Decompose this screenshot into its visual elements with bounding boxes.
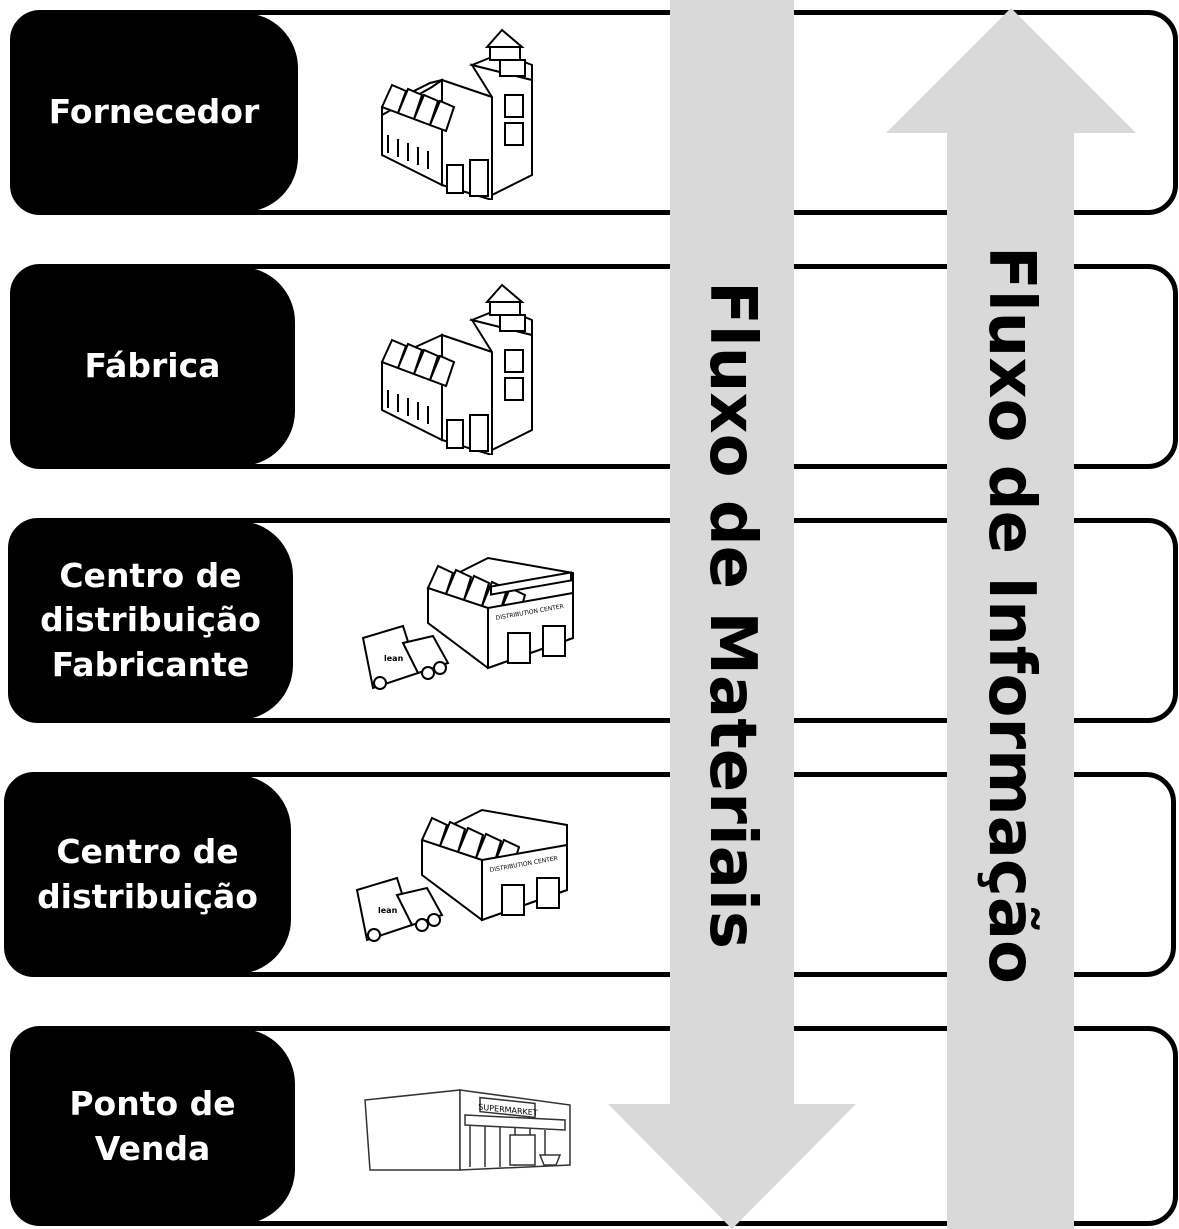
factory-icon [380,283,533,455]
supermarket-icon: SUPERMARKET [364,1089,571,1171]
information-flow-label: Fluxo de Informação [974,246,1048,984]
row-label-fabrica: Fábrica [10,267,295,466]
materials-flow-arrow [608,0,856,1229]
truck-logo: lean [378,906,398,915]
row-label-ponto-de-venda: Ponto de Venda [10,1029,295,1224]
materials-flow-label: Fluxo de Materiais [695,281,769,949]
row-label-centro-distribuicao: Centro de distribuição [4,775,291,974]
factory-icon [380,28,533,200]
row-label-centro-distribuicao-fabricante: Centro de distribuição Fabricante [8,521,293,720]
row-label-fornecedor: Fornecedor [10,13,298,212]
truck-logo: lean [384,654,404,663]
information-flow-arrow [886,8,1136,1229]
distribution-center-truck-icon: DISTRIBUTION CENTER lean [355,808,568,942]
distribution-center-truck-icon: DISTRIBUTION CENTER lean [361,556,574,690]
